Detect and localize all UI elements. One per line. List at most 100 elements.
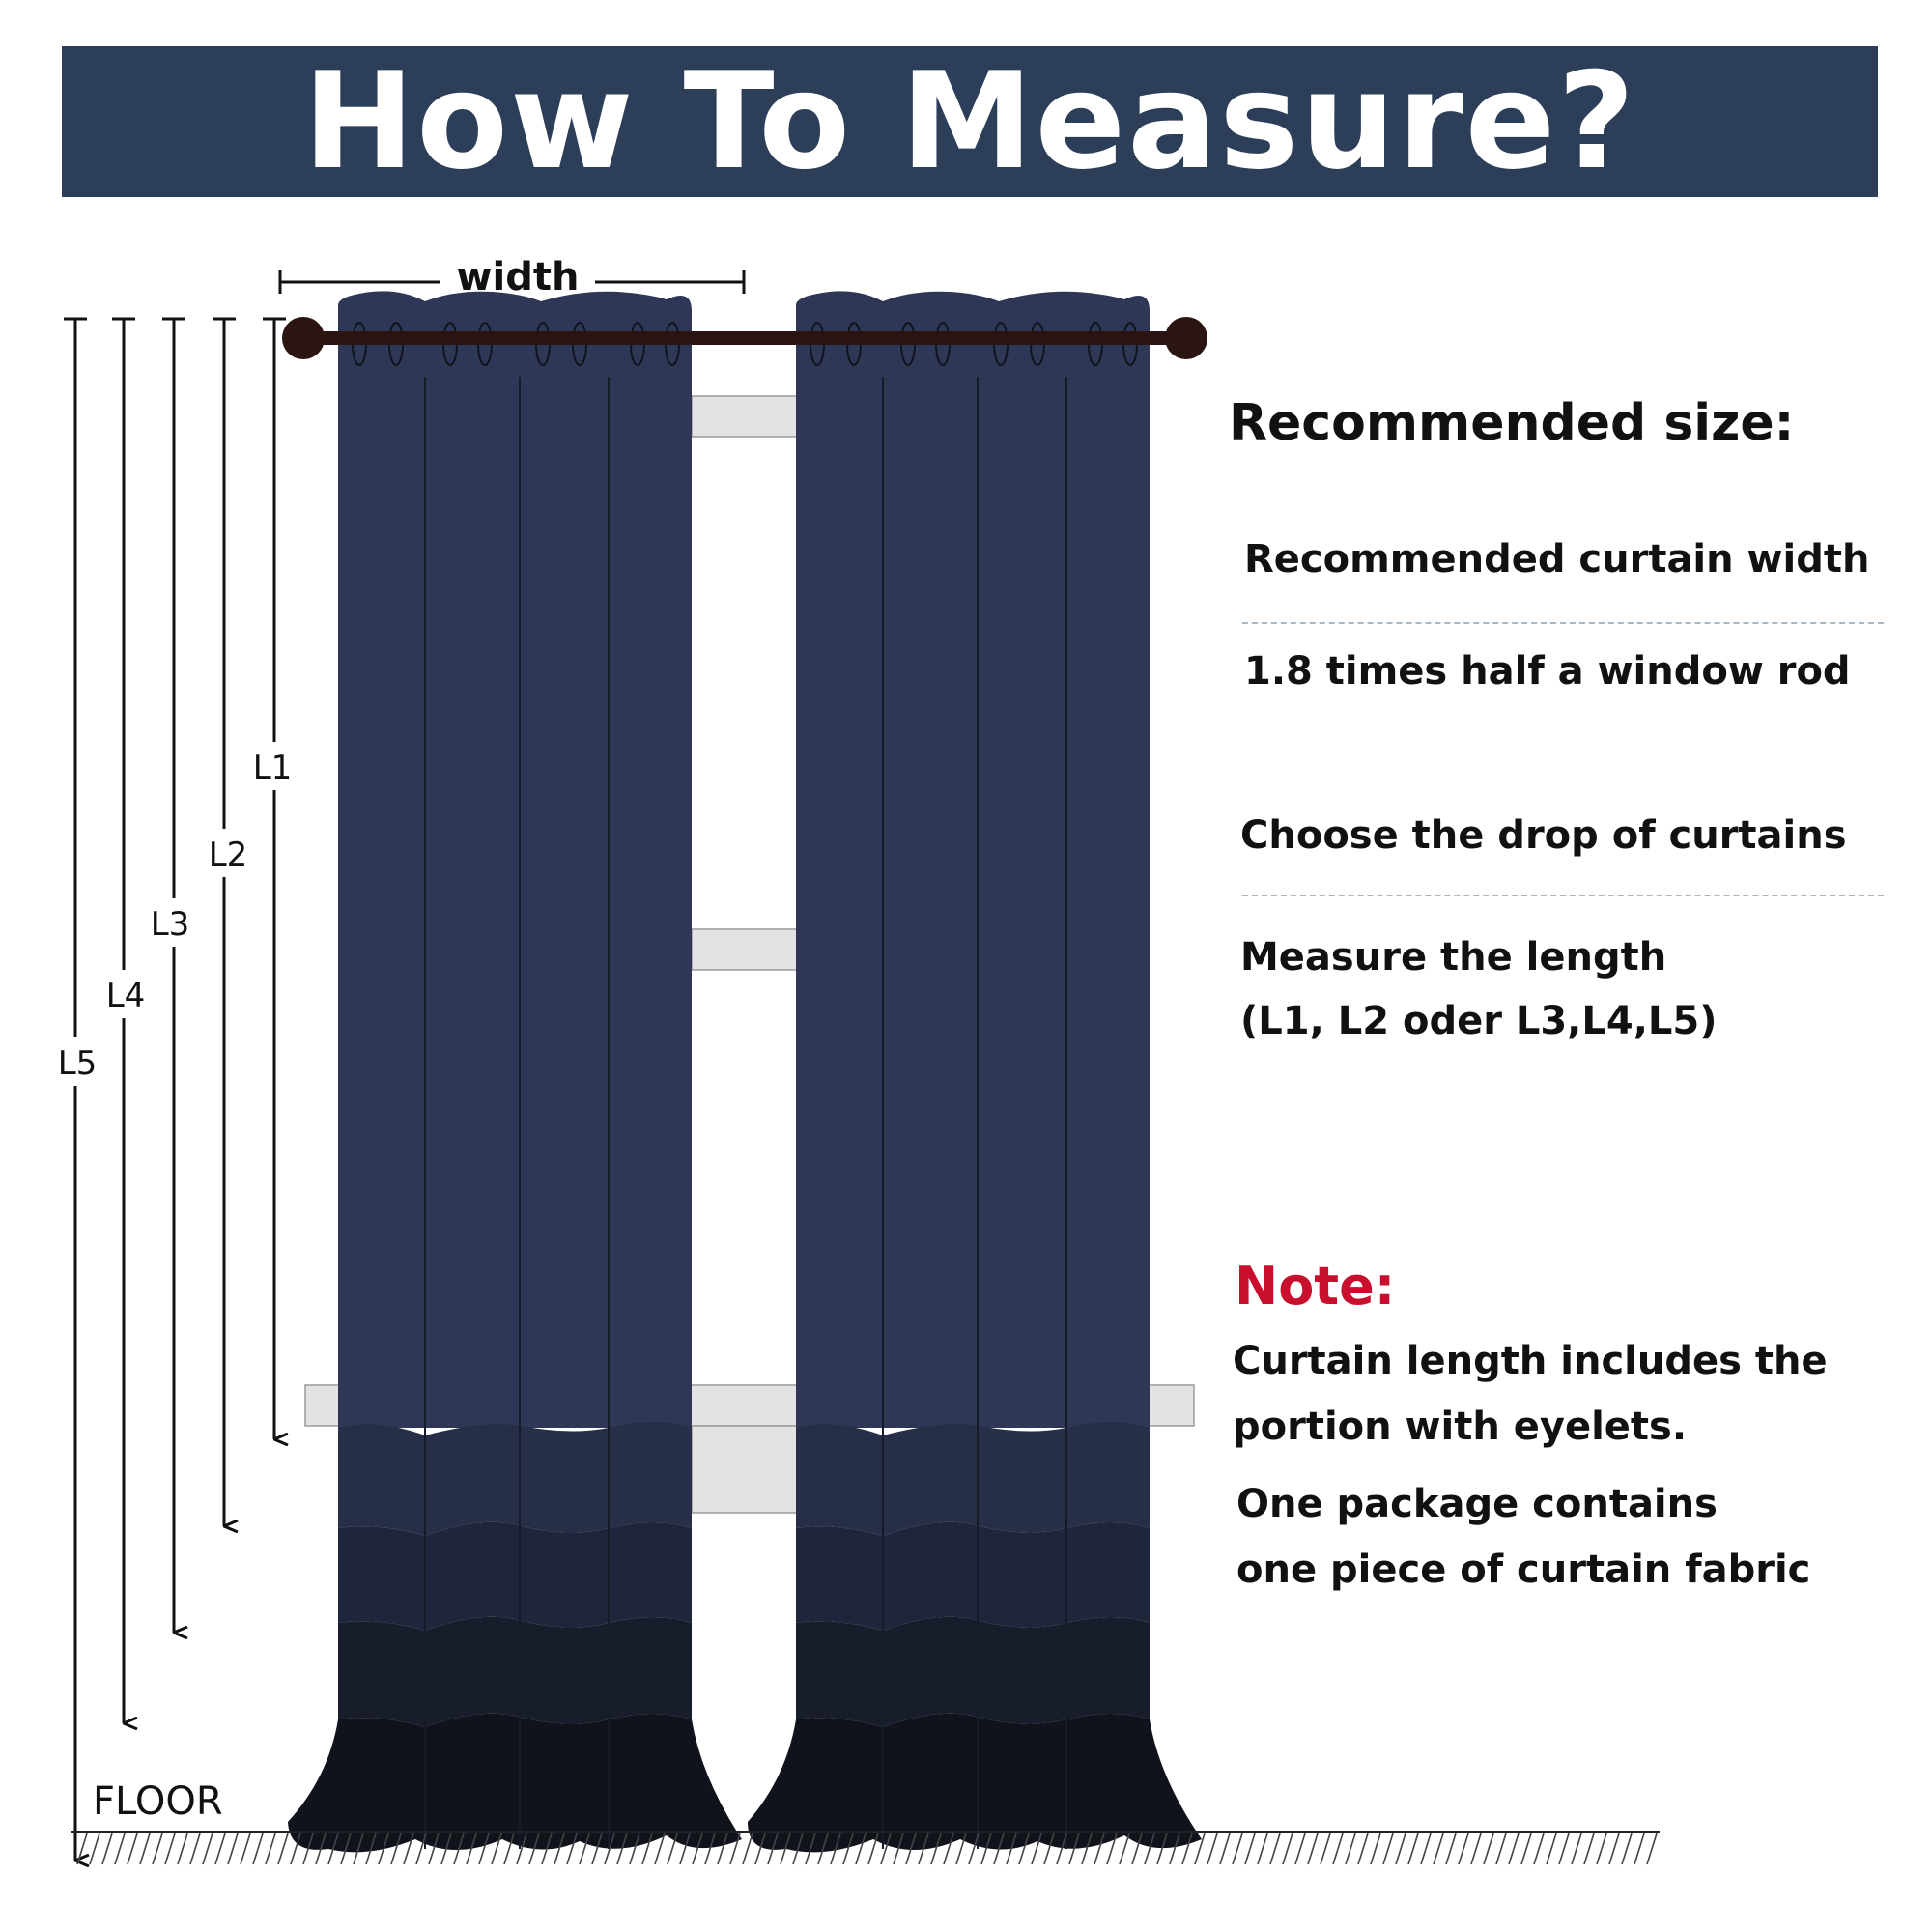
floor-hatch-line <box>277 1833 289 1865</box>
note-line-4: one piece of curtain fabric <box>1236 1548 1811 1592</box>
floor-hatch-line <box>1470 1833 1482 1865</box>
note-line-1: Curtain length includes the <box>1233 1339 1828 1383</box>
width-dimension: width <box>278 255 746 299</box>
floor-hatch-line <box>491 1833 502 1865</box>
curtain-rod <box>282 317 1208 359</box>
floor-hatch-line <box>227 1833 239 1865</box>
floor-hatch-line <box>604 1833 615 1865</box>
floor-hatch-line <box>265 1833 276 1865</box>
drop-label-l2: L2 <box>209 836 248 874</box>
floor-label: FLOOR <box>93 1779 223 1824</box>
floor-hatch-line <box>1433 1833 1444 1865</box>
floor-hatch-line <box>554 1833 565 1865</box>
drop-rule-line1: Measure the length <box>1240 935 1667 980</box>
floor-hatch-line <box>742 1833 753 1865</box>
floor-hatch-line <box>114 1833 126 1865</box>
floor-hatch-line <box>1332 1833 1344 1865</box>
floor-hatch-line <box>968 1833 980 1865</box>
floor-hatch-line <box>327 1833 339 1865</box>
floor-hatch-line <box>340 1833 352 1865</box>
drop-label-l1: L1 <box>253 749 293 787</box>
floor-hatch-line <box>428 1833 440 1865</box>
floor-hatch-line <box>880 1833 892 1865</box>
floor-hatch-line <box>805 1833 816 1865</box>
floor-hatch-line <box>980 1833 992 1865</box>
floor-hatch-line <box>1445 1833 1457 1865</box>
left-curtain-panel <box>288 291 742 1853</box>
drop-label-l4: L4 <box>106 977 146 1015</box>
floor-hatch-line <box>541 1833 553 1865</box>
floor-hatch-line <box>893 1833 904 1865</box>
floor-hatch-line <box>1345 1833 1356 1865</box>
width-heading: Recommended curtain width <box>1244 537 1870 582</box>
drop-label-l3: L3 <box>151 905 190 944</box>
floor-hatch-line <box>1320 1833 1331 1865</box>
floor-hatch-line <box>315 1833 327 1865</box>
floor-hatch-line <box>1583 1833 1595 1865</box>
floor-hatch-line <box>1031 1833 1042 1865</box>
floor-hatch-line <box>528 1833 540 1865</box>
floor-hatch-line <box>855 1833 867 1865</box>
floor-hatch-line <box>202 1833 213 1865</box>
floor-hatch-line <box>378 1833 389 1865</box>
floor-hatch-line <box>76 1833 88 1865</box>
floor-hatch-line <box>1194 1833 1206 1865</box>
floor-hatch-line <box>629 1833 640 1865</box>
floor-hatch-line <box>1370 1833 1381 1865</box>
floor-hatch-line <box>767 1833 779 1865</box>
floor-hatch-line <box>754 1833 766 1865</box>
floor-hatch-line <box>930 1833 942 1865</box>
divider-drop <box>1242 895 1884 896</box>
floor-hatch-line <box>1257 1833 1268 1865</box>
floor-hatch-line <box>440 1833 452 1865</box>
floor: FLOOR <box>71 1779 1660 1865</box>
floor-hatch-line <box>1119 1833 1130 1865</box>
floor-hatch-line <box>302 1833 314 1865</box>
floor-hatch-line <box>1307 1833 1319 1865</box>
floor-hatch-line <box>177 1833 188 1865</box>
floor-hatch-line <box>1006 1833 1017 1865</box>
divider-width <box>1242 622 1884 624</box>
floor-hatch-line <box>1634 1833 1645 1865</box>
floor-hatch-line <box>139 1833 151 1865</box>
note-line-3: One package contains <box>1236 1482 1718 1526</box>
floor-hatch-line <box>1495 1833 1507 1865</box>
floor-hatch-line <box>780 1833 791 1865</box>
floor-hatch-line <box>1207 1833 1218 1865</box>
floor-hatch-line <box>1483 1833 1494 1865</box>
drop-rule-line2: (L1, L2 oder L3,L4,L5) <box>1240 999 1718 1043</box>
drop-heading: Choose the drop of curtains <box>1240 813 1847 858</box>
floor-hatch-line <box>579 1833 590 1865</box>
floor-hatch-line <box>403 1833 414 1865</box>
floor-hatch-line <box>365 1833 377 1865</box>
floor-hatch-line <box>692 1833 703 1865</box>
floor-hatch-line <box>1081 1833 1093 1865</box>
floor-hatch-line <box>101 1833 113 1865</box>
floor-hatch-line <box>729 1833 741 1865</box>
floor-hatch-line <box>679 1833 691 1865</box>
floor-hatch-line <box>1244 1833 1256 1865</box>
floor-hatch-line <box>1169 1833 1180 1865</box>
floor-hatch-line <box>1508 1833 1520 1865</box>
floor-hatch-line <box>943 1833 954 1865</box>
floor-hatch-line <box>89 1833 100 1865</box>
floor-hatch-line <box>240 1833 251 1865</box>
floor-hatch-line <box>792 1833 804 1865</box>
floor-hatch-line <box>1458 1833 1469 1865</box>
floor-hatch-line <box>415 1833 427 1865</box>
floor-hatch-line <box>1232 1833 1243 1865</box>
floor-hatch-line <box>867 1833 879 1865</box>
recommended-size-title: Recommended size: <box>1229 394 1795 452</box>
floor-hatch-line <box>152 1833 163 1865</box>
floor-hatch-line <box>1571 1833 1582 1865</box>
drop-length-lines <box>64 317 286 1861</box>
floor-hatch-line <box>1382 1833 1394 1865</box>
floor-hatch-line <box>654 1833 666 1865</box>
floor-hatch-line <box>1520 1833 1532 1865</box>
floor-hatch-line <box>1646 1833 1658 1865</box>
drop-label-l5: L5 <box>58 1044 98 1083</box>
floor-hatch-line <box>1156 1833 1168 1865</box>
floor-hatch-line <box>704 1833 716 1865</box>
floor-hatch-line <box>353 1833 364 1865</box>
